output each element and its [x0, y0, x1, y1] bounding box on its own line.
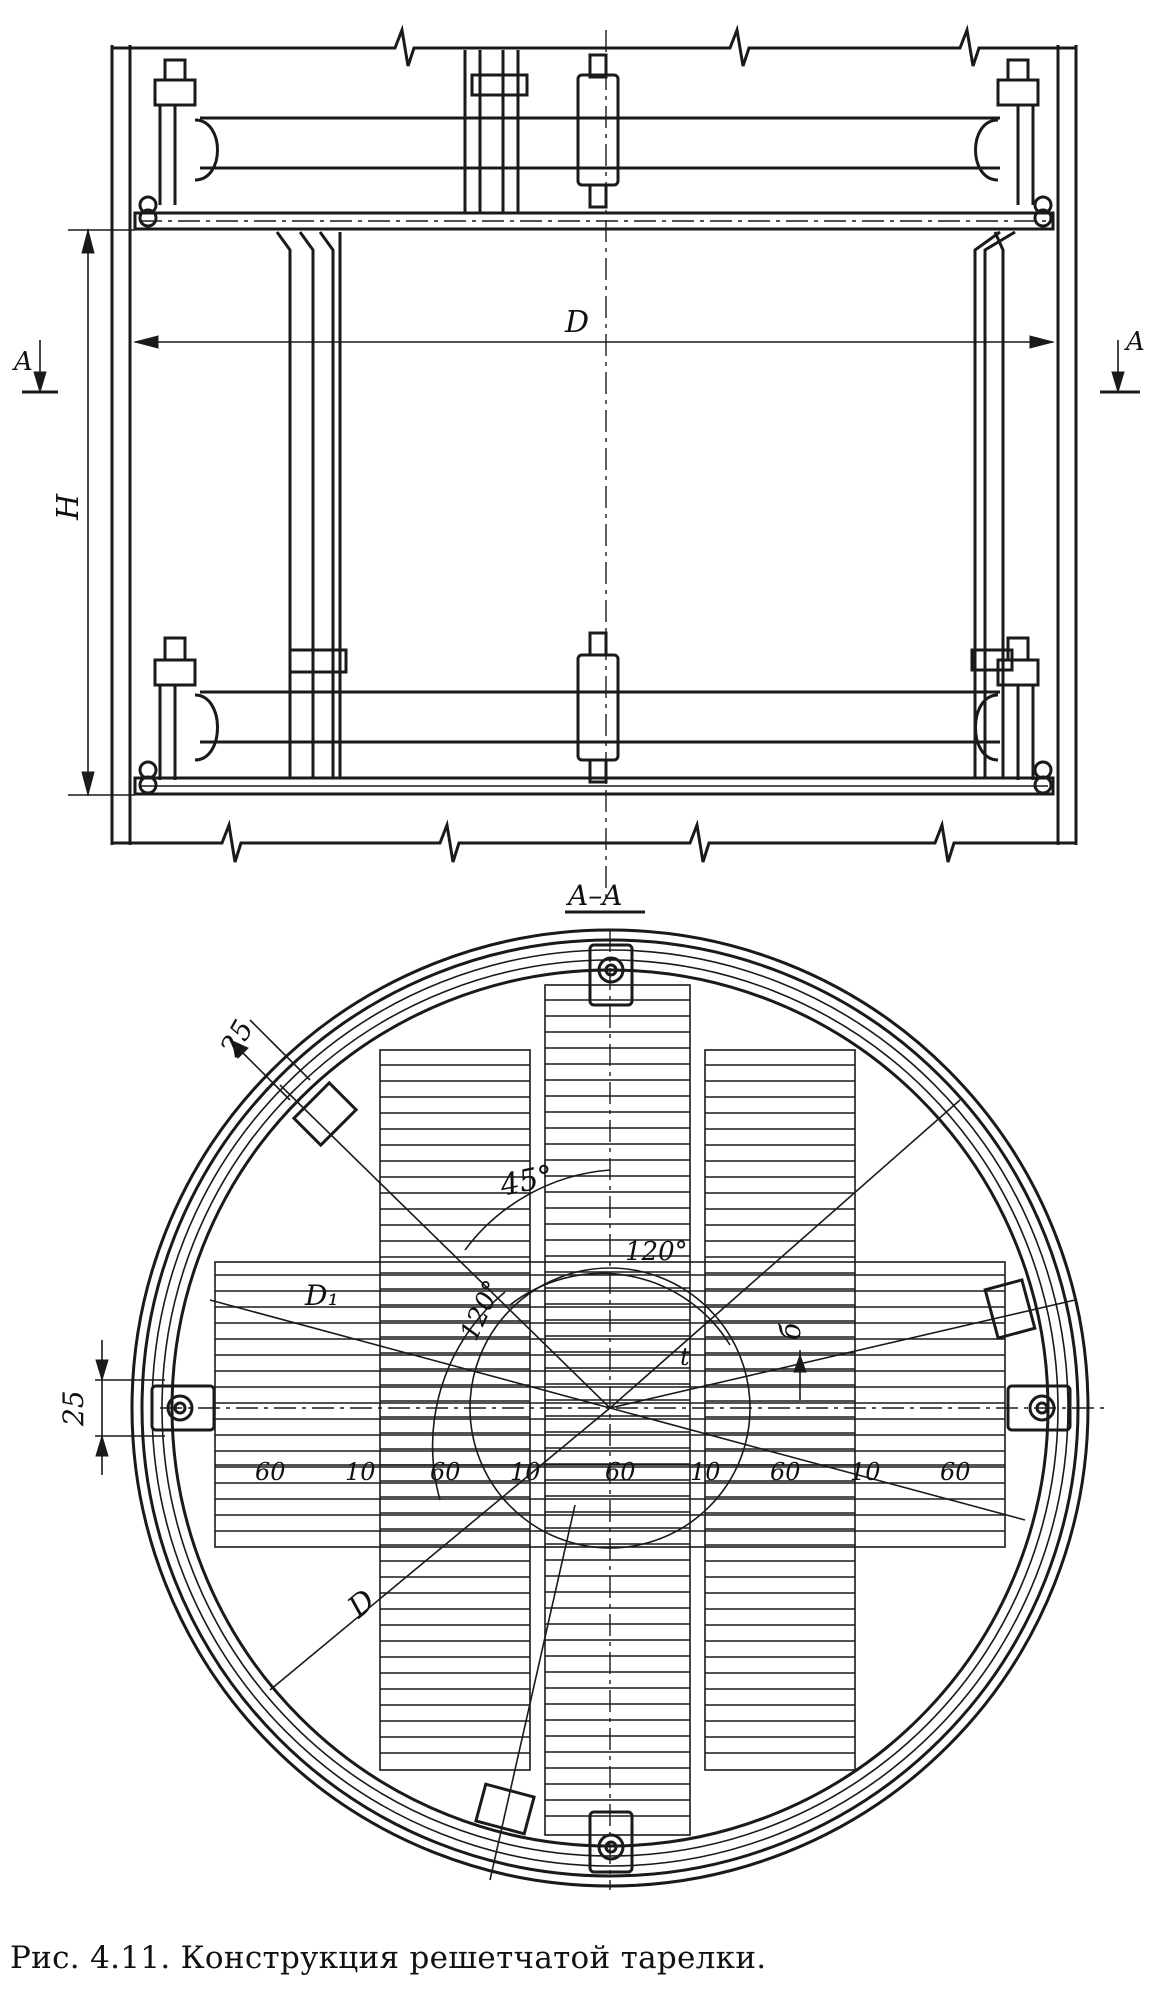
- clamp-top-left: [138, 58, 219, 228]
- section-title: A–A: [565, 879, 622, 912]
- clamp-45: [291, 1080, 359, 1148]
- spacing-labels: 60 10 60 10 60 10 60 10 60: [255, 1458, 971, 1486]
- spacing-label: 10: [850, 1458, 881, 1486]
- top-break-line: [112, 24, 1076, 67]
- section-view: A–A: [57, 879, 1110, 1890]
- fastener-top: [588, 943, 634, 1007]
- clamp-top-right: [974, 58, 1053, 228]
- fastener-right: [1006, 1384, 1072, 1432]
- bottom-break-line: [112, 819, 1076, 863]
- spacing-label: 10: [690, 1458, 721, 1486]
- fastener-bottom: [588, 1810, 634, 1874]
- spacing-label: 10: [345, 1458, 376, 1486]
- section-marker-right: A: [1124, 327, 1145, 357]
- clamp-bottom-right: [974, 636, 1053, 795]
- spacing-label: 60: [770, 1458, 801, 1486]
- dim-label-h: H: [51, 493, 86, 521]
- dim-t-label: t: [680, 1343, 690, 1371]
- elevation-view: D H A A: [12, 24, 1145, 900]
- spacing-label: 60: [940, 1458, 971, 1486]
- spacing-label: 60: [430, 1458, 461, 1486]
- fastener-left: [150, 1384, 216, 1432]
- figure-caption: Рис. 4.11. Конструкция решетчатой тарелк…: [10, 1940, 767, 1976]
- spacing-label: 60: [255, 1458, 286, 1486]
- clamp-bottom-left: [138, 636, 219, 795]
- clamp-right: [983, 1278, 1037, 1340]
- dim-b-label: б: [774, 1322, 807, 1340]
- dim-d1-label: D₁: [304, 1279, 339, 1312]
- dim-25-top: 25: [213, 1014, 260, 1062]
- spacing-label: 10: [510, 1458, 541, 1486]
- angle-45-label: 45°: [496, 1159, 556, 1205]
- angle-120-top-label: 120°: [625, 1237, 688, 1267]
- upper-tray-plate: [133, 211, 1055, 231]
- dim-d-label: D: [341, 1583, 383, 1626]
- lower-center-coupling: [576, 653, 620, 762]
- section-marker-left: A: [12, 347, 33, 377]
- dim-25-left: 25: [57, 1390, 90, 1427]
- lower-tray-plate: [133, 776, 1055, 796]
- spacing-label: 60: [605, 1458, 636, 1486]
- dim-label-d: D: [564, 305, 589, 340]
- angle-120-left-label: 120°: [455, 1276, 509, 1345]
